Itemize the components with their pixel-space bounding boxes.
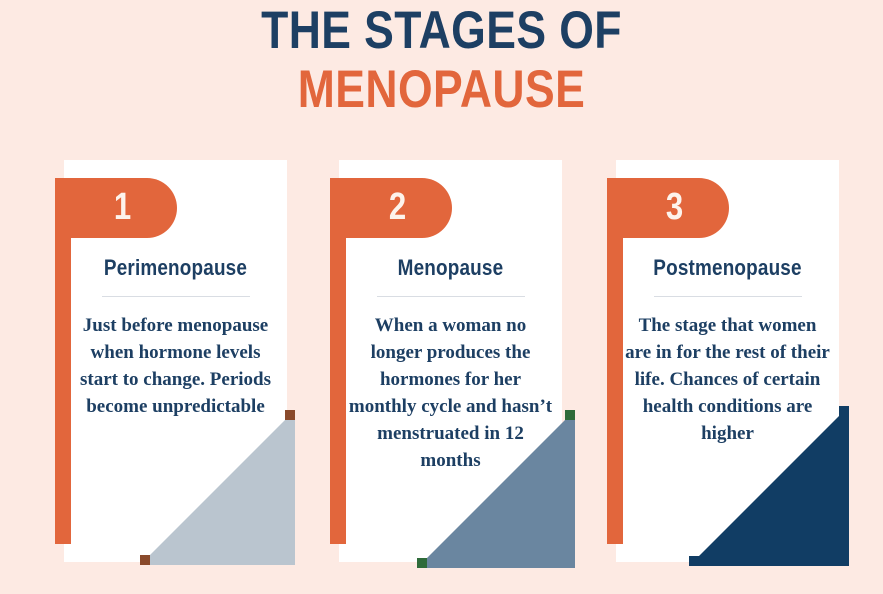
card-accent-spine <box>330 178 346 544</box>
card-divider <box>101 296 250 298</box>
title-line-primary: THE STAGES OF <box>261 1 622 60</box>
triangle-corner-bottom-icon <box>417 558 427 568</box>
card-body-text: When a woman no longer produces the horm… <box>348 315 553 472</box>
card-content: Menopause When a woman no longer produce… <box>339 255 562 475</box>
decorative-triangle-icon <box>689 406 849 566</box>
card-heading: Menopause <box>397 255 504 280</box>
triangle-corner-bottom-icon <box>140 555 150 565</box>
page-title: THE STAGES OF MENOPAUSE <box>0 4 883 116</box>
card-heading: Perimenopause <box>103 255 248 280</box>
card-divider <box>653 296 802 298</box>
stage-card-2: 2 Menopause When a woman no longer produ… <box>330 160 575 568</box>
card-body-text: The stage that women are in for the rest… <box>625 315 830 445</box>
decorative-triangle-icon <box>140 410 295 565</box>
title-line-secondary: MENOPAUSE <box>297 60 586 119</box>
stage-card-3: 3 Postmenopause The stage that women are… <box>607 160 849 566</box>
card-accent-spine <box>55 178 71 544</box>
card-number-badge: 2 <box>330 178 452 238</box>
card-content: Postmenopause The stage that women are i… <box>616 255 839 448</box>
triangle-corner-top-icon <box>839 406 849 416</box>
card-heading: Postmenopause <box>653 255 802 280</box>
card-body-text: Just before menopause when hormone level… <box>79 315 272 418</box>
card-number-label: 2 <box>388 186 407 228</box>
stage-card-1: 1 Perimenopause Just before menopause wh… <box>55 160 295 565</box>
triangle-corner-top-icon <box>285 410 295 420</box>
card-content: Perimenopause Just before menopause when… <box>64 255 287 421</box>
card-number-badge: 1 <box>55 178 177 238</box>
card-divider <box>376 296 525 298</box>
triangle-corner-top-icon <box>565 410 575 420</box>
card-accent-spine <box>607 178 623 544</box>
triangle-corner-bottom-icon <box>689 556 699 566</box>
card-number-label: 1 <box>113 186 132 228</box>
decorative-triangle-icon <box>417 410 575 568</box>
card-number-badge: 3 <box>607 178 729 238</box>
card-number-label: 3 <box>665 186 684 228</box>
